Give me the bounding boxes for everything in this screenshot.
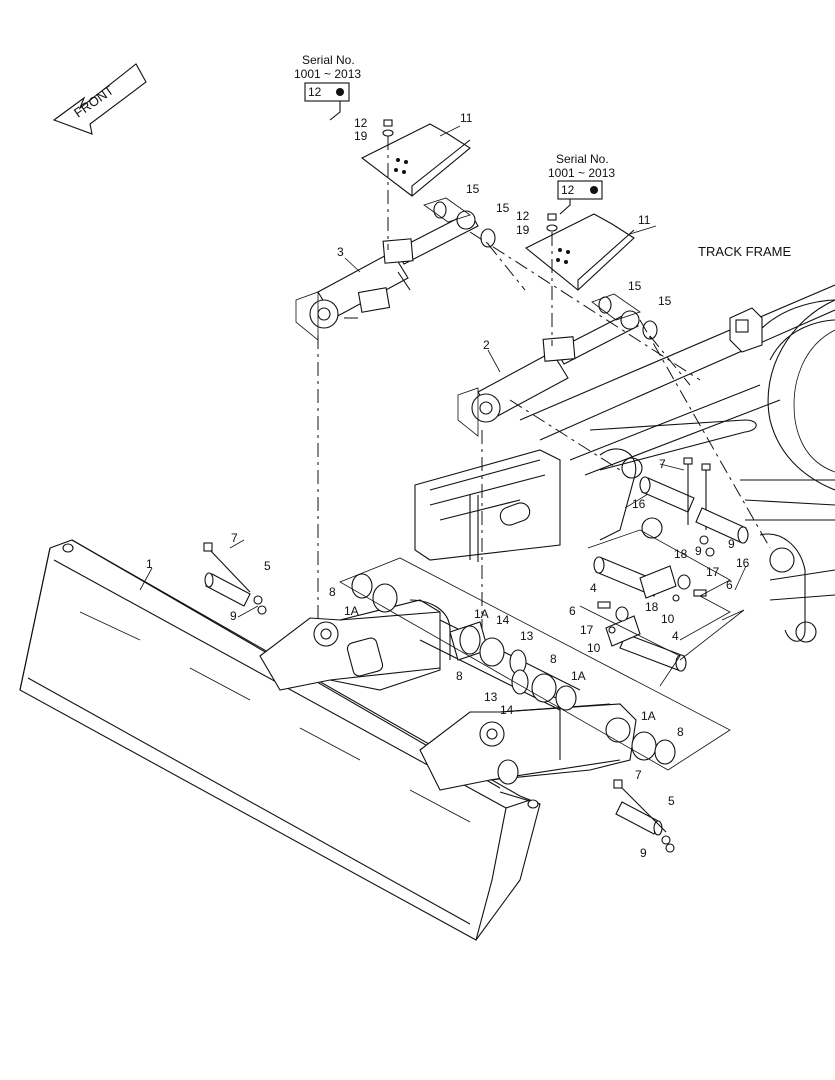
pin-guide-lines [679, 609, 745, 661]
serial-note-1-part: 12 [308, 85, 322, 99]
callout-9: 9 [728, 537, 735, 551]
callout-17: 17 [706, 565, 720, 579]
callout-15: 15 [496, 201, 510, 215]
callout-15: 15 [658, 294, 672, 308]
callout-1a: 1A [571, 669, 586, 683]
callout-1: 1 [146, 557, 153, 571]
callout-13: 13 [484, 690, 498, 704]
guide-line [469, 231, 701, 381]
pin-4-lower [597, 601, 687, 672]
callout-12: 12 [354, 116, 368, 130]
guard-plate-11a [360, 123, 471, 197]
callout-16: 16 [736, 556, 750, 570]
callout-1a: 1A [474, 607, 489, 621]
serial-note-2-line1: Serial No. [556, 152, 609, 166]
track-frame-label: TRACK FRAME [698, 244, 792, 259]
callout-4: 4 [672, 629, 679, 643]
guard-plate-11b [524, 213, 635, 291]
bolt-icon [590, 186, 598, 194]
callout-7: 7 [659, 457, 666, 471]
callout-13: 13 [520, 629, 534, 643]
pivot-parts [339, 557, 731, 771]
bolt-12-19-lower [546, 213, 558, 346]
callout-15: 15 [628, 279, 642, 293]
track-frame: TRACK FRAME [414, 244, 835, 643]
pin-16-lower [695, 507, 749, 557]
push-arm-right [419, 689, 637, 791]
callout-9: 9 [230, 609, 237, 623]
callout-labels: 1 1A 1A 1A 1A 2 3 4 4 5 5 6 6 7 7 7 8 8 … [146, 111, 750, 860]
callout-5: 5 [264, 559, 271, 573]
callout-8: 8 [456, 669, 463, 683]
callout-1a: 1A [344, 604, 359, 618]
pin-guide-lines [579, 529, 731, 687]
callout-12: 12 [516, 209, 530, 223]
callout-19: 19 [516, 223, 530, 237]
callout-7: 7 [635, 768, 642, 782]
guide-line [639, 319, 771, 549]
cylinder-2-eye-box [457, 387, 479, 437]
callout-5: 5 [668, 794, 675, 808]
pin-5-left [203, 542, 267, 615]
cylinder-3 [309, 210, 479, 329]
callout-16: 16 [632, 497, 646, 511]
callout-11: 11 [638, 213, 651, 227]
pin-16-upper [639, 457, 711, 530]
serial-note-2-part: 12 [561, 183, 575, 197]
callout-18: 18 [645, 600, 659, 614]
bolt-icon [336, 88, 344, 96]
callout-14: 14 [500, 703, 514, 717]
callout-15: 15 [466, 182, 480, 196]
callout-19: 19 [354, 129, 368, 143]
serial-note-1: Serial No. 1001 ~ 2013 12 [294, 53, 361, 121]
callout-10: 10 [587, 641, 601, 655]
callout-7: 7 [231, 531, 238, 545]
callout-6: 6 [569, 604, 576, 618]
serial-note-1-line2: 1001 ~ 2013 [294, 67, 361, 81]
leader-lines [139, 125, 747, 618]
callout-3: 3 [337, 245, 344, 259]
callout-14: 14 [496, 613, 510, 627]
bolt-12-19-upper [382, 119, 394, 250]
callout-4: 4 [590, 581, 597, 595]
dozer-blade-1 [19, 539, 541, 941]
cylinder-2 [471, 310, 640, 423]
callout-9: 9 [695, 544, 702, 558]
serial-note-2: Serial No. 1001 ~ 2013 12 [548, 152, 615, 215]
callout-17: 17 [580, 623, 594, 637]
callout-8: 8 [550, 652, 557, 666]
push-arm-left [259, 599, 451, 691]
front-arrow: FRONT [52, 63, 147, 135]
callout-9: 9 [640, 846, 647, 860]
callout-10: 10 [661, 612, 675, 626]
pin-4-upper [593, 556, 707, 602]
callout-2: 2 [483, 338, 490, 352]
callout-6: 6 [726, 578, 733, 592]
callout-18: 18 [674, 547, 688, 561]
callout-11: 11 [460, 111, 473, 125]
callout-1a: 1A [641, 709, 656, 723]
pin-5-right [613, 779, 675, 853]
serial-note-2-line2: 1001 ~ 2013 [548, 166, 615, 180]
callout-8: 8 [329, 585, 336, 599]
serial-note-1-line1: Serial No. [302, 53, 355, 67]
guide-line [509, 399, 621, 471]
callout-8: 8 [677, 725, 684, 739]
